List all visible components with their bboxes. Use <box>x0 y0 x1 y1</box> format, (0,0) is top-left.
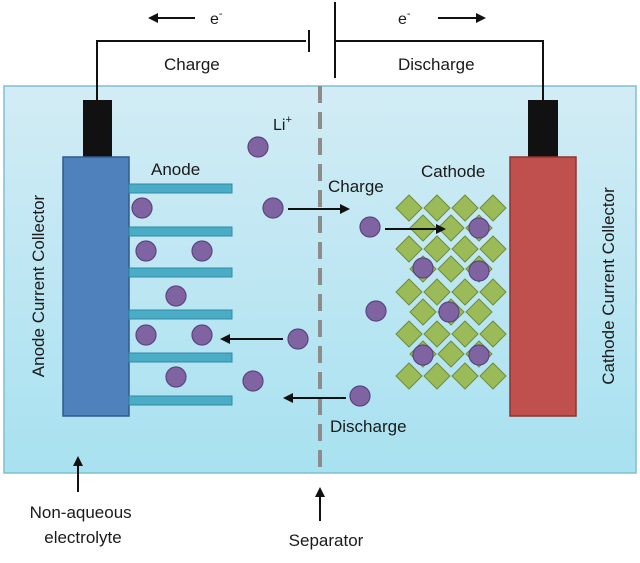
li-ion <box>247 136 269 158</box>
li-ion <box>165 366 187 388</box>
li-ion <box>191 324 213 346</box>
cathode-diamond <box>423 235 451 263</box>
cathode-diamond <box>479 194 507 222</box>
cathode-diamond <box>395 362 423 390</box>
top-discharge-label: Discharge <box>398 55 475 74</box>
cathode-lattice <box>395 194 507 390</box>
anode-layer <box>128 395 233 406</box>
cathode-diamond <box>395 194 423 222</box>
li-ion <box>365 300 387 322</box>
cathode-diamond <box>451 194 479 222</box>
external-circuit <box>96 2 544 101</box>
anode-terminal <box>83 100 112 158</box>
anode-layers <box>128 183 233 406</box>
electron-label-left: e- <box>210 8 223 28</box>
cathode-diamond <box>423 320 451 348</box>
cathode-diamond <box>409 298 437 326</box>
cathode-terminal <box>528 100 558 158</box>
li-ion-label: Li+ <box>273 114 292 134</box>
separator-label: Separator <box>289 531 364 550</box>
electrolyte-label: Non-aqueous electrolyte <box>30 503 137 547</box>
cathode-diamond <box>451 362 479 390</box>
anode-layer <box>128 309 233 320</box>
anode-collector-label: Anode Current Collector <box>29 194 48 377</box>
top-charge-label: Charge <box>164 55 220 74</box>
li-ion <box>349 385 371 407</box>
li-ion <box>242 370 264 392</box>
li-ion <box>359 216 381 238</box>
li-ion <box>468 344 490 366</box>
anode-layer <box>128 226 233 237</box>
anode-label: Anode <box>151 160 200 179</box>
cathode-current-collector <box>509 156 577 417</box>
cathode-diamond <box>395 278 423 306</box>
li-ion <box>135 240 157 262</box>
cathode-diamond <box>423 278 451 306</box>
li-ion <box>468 260 490 282</box>
cathode-label: Cathode <box>421 162 485 181</box>
cathode-diamond <box>479 278 507 306</box>
cathode-diamond <box>451 278 479 306</box>
cathode-diamond <box>437 255 465 283</box>
cathode-diamond <box>437 340 465 368</box>
anode-layer <box>128 352 233 363</box>
li-ion <box>191 240 213 262</box>
li-ion <box>412 257 434 279</box>
discharge-ion-label: Discharge <box>330 417 407 436</box>
cathode-diamond <box>465 298 493 326</box>
cathode-diamond <box>479 362 507 390</box>
li-ion <box>468 217 490 239</box>
cathode-diamond <box>437 214 465 242</box>
cathode-collector-label: Cathode Current Collector <box>599 187 618 385</box>
li-ion <box>131 197 153 219</box>
li-ion <box>165 285 187 307</box>
lithium-ions <box>131 136 490 407</box>
electron-label-right: e- <box>398 8 411 28</box>
charge-ion-label: Charge <box>328 177 384 196</box>
cathode-diamond <box>395 320 423 348</box>
cathode-diamond <box>451 235 479 263</box>
li-ion <box>262 197 284 219</box>
cathode-diamond <box>479 320 507 348</box>
li-ion <box>412 344 434 366</box>
anode-current-collector <box>62 156 130 417</box>
li-ion <box>287 328 309 350</box>
cathode-diamond <box>423 362 451 390</box>
anode-layer <box>128 267 233 278</box>
anode-layer <box>128 183 233 194</box>
li-ion <box>135 324 157 346</box>
cathode-diamond <box>451 320 479 348</box>
cathode-diamond <box>395 235 423 263</box>
cathode-diamond <box>423 194 451 222</box>
cathode-diamond <box>479 235 507 263</box>
li-ion <box>438 301 460 323</box>
